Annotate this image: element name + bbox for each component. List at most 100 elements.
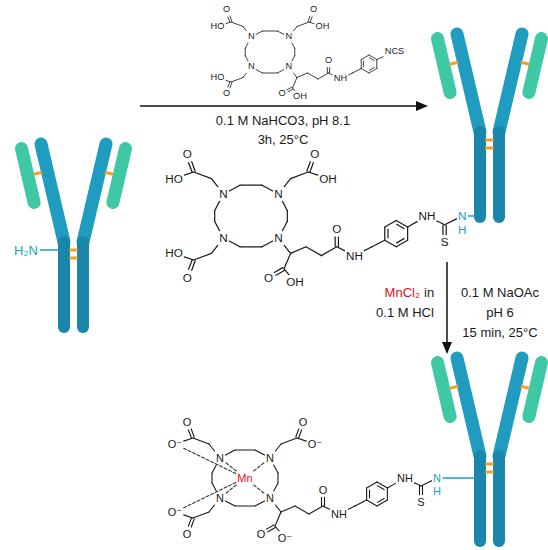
atom-label: NCS — [385, 47, 405, 56]
heavy-chain — [41, 144, 64, 242]
disulfide-bond — [487, 147, 493, 150]
double-bond — [419, 486, 420, 495]
atom-label: S — [441, 237, 449, 249]
bond-line — [240, 185, 262, 186]
antibody — [22, 144, 126, 333]
atom-label: O⁻ — [168, 507, 182, 518]
aromatic-bond — [369, 67, 375, 70]
atom-label: N — [248, 62, 255, 71]
bond-line — [243, 73, 246, 77]
condition-text: 0.1 M NaOAc — [461, 286, 539, 299]
bond-line — [384, 227, 385, 240]
bond-line — [211, 473, 212, 483]
bond-line — [243, 27, 246, 31]
bond-line — [277, 473, 278, 483]
coordination-bond — [184, 482, 236, 507]
bond-line — [295, 506, 309, 514]
bond-line — [284, 179, 290, 187]
atom-label: N — [248, 32, 255, 41]
bond-line — [291, 172, 309, 179]
atom-label: OH — [319, 173, 337, 185]
bond-line — [212, 483, 216, 491]
atom-label: N — [216, 493, 224, 504]
bond-line — [214, 211, 215, 222]
double-bond — [230, 82, 232, 88]
bond-line — [282, 222, 287, 231]
bond-line — [225, 450, 235, 455]
bond-line — [445, 219, 457, 225]
bond-line — [369, 55, 377, 60]
atom-label: O⁻ — [168, 439, 182, 450]
disulfide-bond — [522, 63, 528, 65]
light-chain — [438, 363, 451, 417]
light-chain — [22, 149, 35, 203]
disulfide-bond — [487, 471, 493, 474]
fc-chain — [493, 126, 505, 223]
bond-line — [274, 465, 278, 473]
bond-line — [372, 240, 385, 247]
condition-text: 3h, 25°C — [258, 133, 309, 146]
bond-line — [209, 444, 215, 451]
bond-line — [348, 506, 355, 509]
disulfide-bond — [106, 173, 112, 175]
double-bond — [268, 527, 276, 532]
double-bond — [188, 430, 191, 439]
atom-label: H — [433, 486, 441, 497]
bond-line — [377, 500, 387, 506]
reaction-arrow — [446, 262, 448, 344]
bond-line — [240, 246, 262, 247]
double-bond — [191, 161, 195, 171]
heavy-chain — [499, 34, 522, 132]
bond-line — [229, 185, 240, 191]
atom-label: NH — [419, 210, 436, 222]
double-bond — [228, 82, 230, 88]
bond-line — [284, 253, 291, 268]
atom-label: HO — [211, 73, 225, 82]
condition-text: 0.1 M NaHCO3, pH 8.1 — [216, 114, 350, 127]
atom-label: NH — [397, 473, 413, 484]
bond-line — [211, 245, 217, 253]
bond-line — [292, 56, 295, 61]
aromatic-bond — [396, 224, 404, 229]
bond-line — [364, 247, 372, 251]
bond-line — [229, 241, 240, 247]
bond-line — [209, 505, 215, 512]
double-bond — [296, 428, 299, 437]
bond-line — [414, 483, 421, 486]
fc-chain — [77, 236, 89, 333]
antibody — [438, 358, 542, 547]
bond-line — [235, 449, 255, 450]
double-bond — [188, 259, 192, 269]
bond-line — [287, 211, 288, 222]
atom-label: HO — [165, 173, 183, 185]
double-bond — [335, 237, 336, 247]
coordination-bond — [254, 462, 265, 471]
disulfide-bond — [71, 249, 77, 252]
bond-line — [353, 69, 362, 74]
atom-label: N — [219, 188, 227, 200]
bond-line — [377, 57, 383, 60]
coordination-bond — [225, 485, 236, 494]
bond-line — [275, 444, 281, 451]
atom-label: O — [257, 529, 266, 540]
bond-line — [361, 60, 362, 69]
coordination-bond — [254, 485, 265, 494]
bond-line — [355, 500, 367, 506]
bond-line — [225, 501, 235, 506]
atom-label: O — [310, 149, 319, 161]
bond-line — [367, 482, 377, 488]
atom-label: O⁻ — [308, 439, 322, 450]
bond-line — [212, 465, 216, 473]
bond-line — [294, 27, 297, 31]
double-bond — [327, 67, 328, 73]
bond-line — [361, 55, 369, 60]
double-bond — [310, 162, 314, 172]
atom-label: HO — [211, 22, 225, 31]
bond-line — [215, 222, 220, 231]
double-bond — [422, 486, 423, 495]
double-bond — [192, 261, 196, 271]
bond-line — [329, 73, 333, 75]
bond-line — [194, 253, 212, 260]
aromatic-bond — [377, 485, 384, 489]
